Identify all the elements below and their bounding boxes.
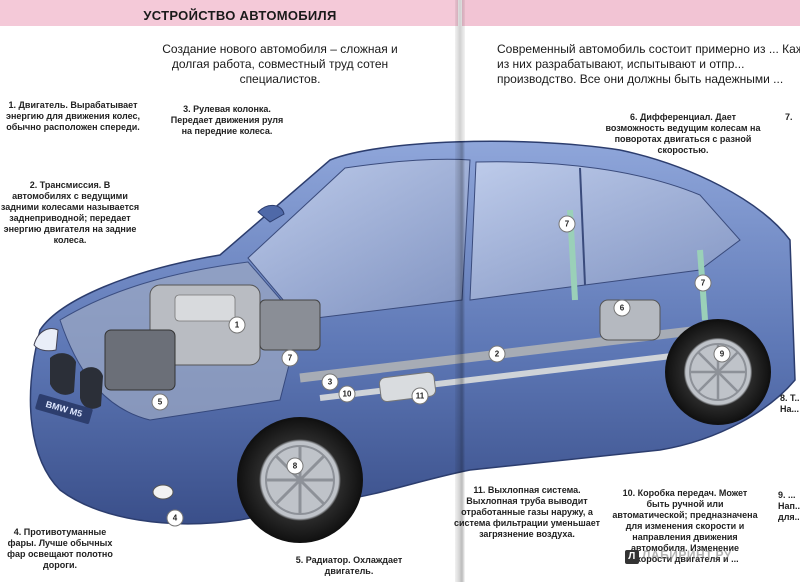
book-spine	[455, 0, 465, 582]
marker-1: 1	[228, 316, 246, 334]
svg-text:1: 1	[235, 321, 240, 330]
svg-text:4: 4	[173, 514, 178, 523]
marker-6: 6	[613, 299, 631, 317]
marker-3: 3	[321, 373, 339, 391]
caption-exhaust: 11. Выхлопная система. Выхлопная труба в…	[453, 485, 601, 539]
caption-steering-column: 3. Рулевая колонка. Передает движения ру…	[170, 104, 284, 136]
svg-text:10: 10	[343, 390, 352, 399]
caption-9-cut: 9. ... Нап... для...	[778, 490, 800, 522]
pink-header-band-right	[462, 0, 800, 26]
marker-10: 10	[338, 385, 356, 403]
caption-7-cut: 7.	[785, 112, 793, 122]
caption-8-cut: 8. Т... На...	[780, 393, 800, 414]
kidney-grille	[50, 353, 76, 395]
caption-differential: 6. Дифференциал. Дает возможность ведущи…	[605, 112, 761, 155]
marker-2: 2	[488, 345, 506, 363]
marker-8: 8	[286, 457, 304, 475]
marker-9: 9	[713, 345, 731, 363]
marker-7b: 7	[558, 215, 576, 233]
page-title: УСТРОЙСТВО АВТОМОБИЛЯ	[143, 8, 337, 23]
svg-text:9: 9	[720, 350, 725, 359]
watermark-text: ЛАБИРИНТ.РУ	[642, 548, 732, 562]
marker-11: 11	[411, 387, 429, 405]
svg-text:8: 8	[293, 462, 298, 471]
pink-header-band-left	[0, 0, 458, 26]
windshield	[247, 158, 471, 321]
intro-left: Создание нового автомобиля – сложная и д…	[162, 42, 398, 86]
svg-text:7: 7	[565, 220, 570, 229]
svg-text:7: 7	[701, 279, 706, 288]
side-windows	[469, 161, 741, 301]
svg-text:6: 6	[620, 304, 625, 313]
caption-transmission: 2. Трансмиссия. В автомобилях с ведущими…	[0, 180, 140, 245]
caption-fog-lights: 4. Противотуманные фары. Лучше обычных ф…	[7, 527, 113, 570]
watermark-logo-icon: Л	[625, 550, 639, 564]
svg-text:11: 11	[416, 392, 425, 401]
svg-text:7: 7	[288, 354, 293, 363]
fog-light	[152, 484, 174, 500]
svg-text:5: 5	[158, 398, 163, 407]
marker-7a: 7	[281, 349, 299, 367]
caption-engine: 1. Двигатель. Вырабатывает энергию для д…	[6, 100, 140, 132]
svg-text:2: 2	[495, 350, 500, 359]
intro-right: Современный автомобиль состоит примерно …	[497, 42, 800, 86]
marker-4: 4	[166, 509, 184, 527]
svg-text:3: 3	[328, 378, 333, 387]
marker-5: 5	[151, 393, 169, 411]
marker-7c: 7	[694, 274, 712, 292]
caption-radiator: 5. Радиатор. Охлаждает двигатель.	[295, 555, 403, 576]
caption-gearbox: 10. Коробка передач. Может быть ручной и…	[612, 488, 758, 564]
